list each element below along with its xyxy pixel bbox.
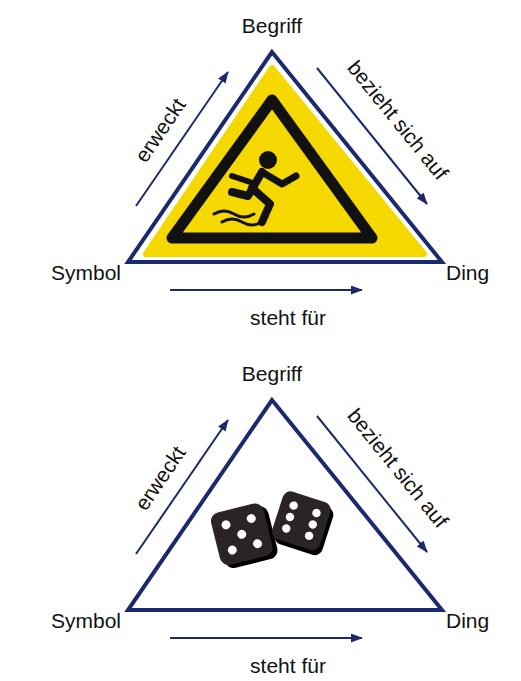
relation-label: steht für bbox=[250, 306, 326, 329]
thing-label: Ding bbox=[446, 609, 489, 632]
thing-label: Ding bbox=[446, 261, 489, 284]
concept-label: Begriff bbox=[242, 14, 302, 37]
relation-label: erweckt bbox=[130, 94, 190, 167]
symbol-label: Symbol bbox=[51, 609, 121, 632]
concept-label: Begriff bbox=[242, 362, 302, 385]
dice-illustration bbox=[209, 489, 337, 571]
triangle-top bbox=[128, 52, 442, 290]
relation-label: steht für bbox=[250, 654, 326, 677]
triangle-bottom bbox=[128, 400, 442, 638]
relation-label: erweckt bbox=[130, 442, 190, 515]
symbol-label: Symbol bbox=[51, 261, 121, 284]
